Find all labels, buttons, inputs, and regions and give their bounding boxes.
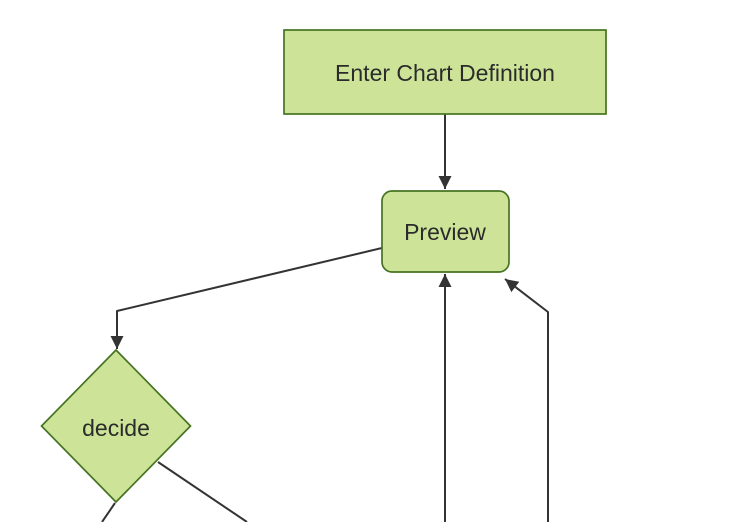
node-label-decide: decide [82,415,150,441]
node-decide [40,348,192,504]
node-enter-chart-definition [283,29,607,115]
edge-decide-to-offscreen-right [157,461,248,522]
edge-decide-to-offscreen-left [101,502,116,522]
edge-bottom-right-to-preview [504,278,549,522]
node-preview [381,190,510,273]
node-label-enter-chart-definition: Enter Chart Definition [335,60,555,86]
edge-preview-to-decide [110,247,383,349]
node-label-preview: Preview [404,219,486,245]
